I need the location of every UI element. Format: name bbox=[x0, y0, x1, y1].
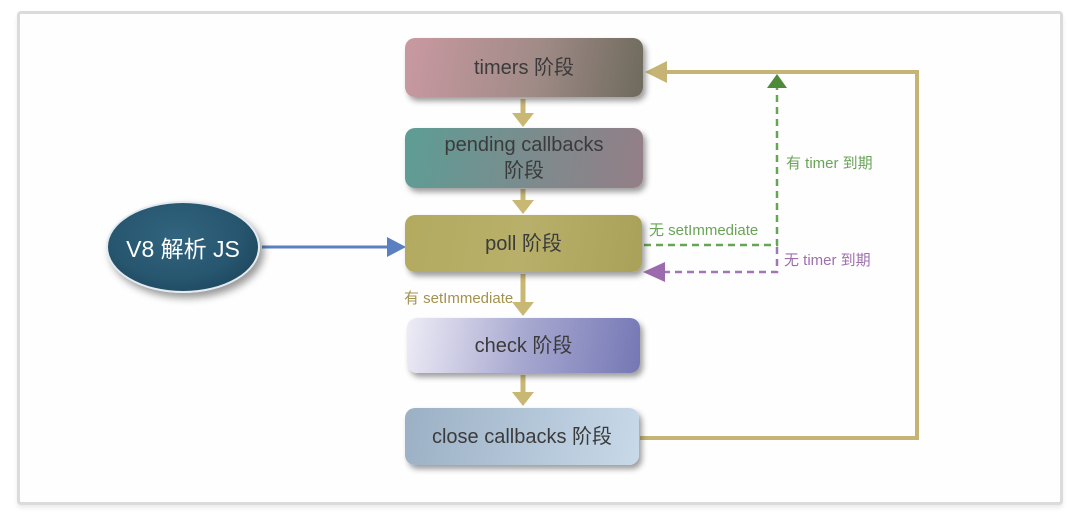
node-v8-parse-js: V8 解析 JS bbox=[106, 201, 260, 293]
node-timers-phase: timers 阶段 bbox=[405, 38, 643, 97]
edge-label-no-timer-expired: 无 timer 到期 bbox=[784, 252, 871, 269]
edge-label-has-timer-expired: 有 timer 到期 bbox=[786, 155, 873, 172]
edge-poll-timer-expired bbox=[644, 74, 787, 247]
node-poll-phase: poll 阶段 bbox=[405, 215, 642, 272]
edge-check-to-close bbox=[512, 375, 534, 406]
edge-close-to-timers-loop bbox=[640, 61, 919, 440]
edge-no-timer-back-to-poll bbox=[643, 247, 779, 282]
edge-label-has-setimmediate: 有 setImmediate bbox=[404, 290, 514, 307]
node-check-phase: check 阶段 bbox=[407, 318, 640, 373]
edge-timers-to-pending bbox=[512, 99, 534, 127]
node-poll-label: poll 阶段 bbox=[485, 232, 562, 255]
node-pending-callbacks-phase: pending callbacks 阶段 bbox=[405, 128, 643, 188]
node-pending-label: pending callbacks 阶段 bbox=[444, 134, 604, 182]
node-close-callbacks-phase: close callbacks 阶段 bbox=[405, 408, 639, 465]
node-close-label: close callbacks 阶段 bbox=[431, 425, 613, 448]
node-v8-label: V8 解析 JS bbox=[126, 236, 240, 262]
edge-label-no-setimmediate: 无 setImmediate bbox=[649, 222, 759, 239]
edge-v8-to-poll bbox=[262, 237, 406, 257]
node-timers-label: timers 阶段 bbox=[474, 56, 574, 79]
node-check-label: check 阶段 bbox=[474, 334, 573, 357]
edge-pending-to-poll bbox=[512, 189, 534, 214]
edge-poll-to-check bbox=[512, 274, 534, 316]
